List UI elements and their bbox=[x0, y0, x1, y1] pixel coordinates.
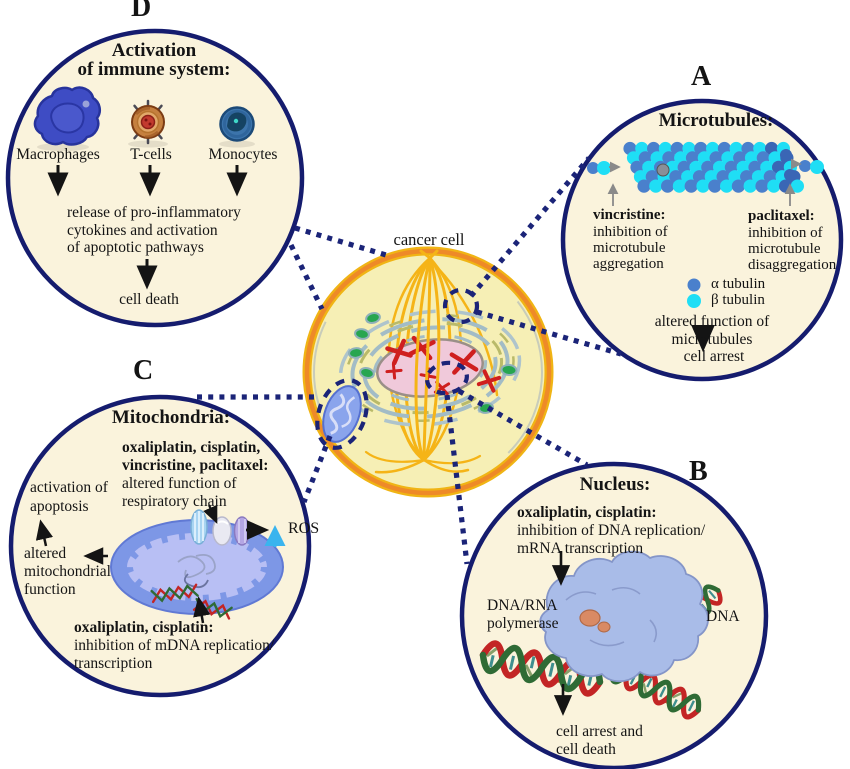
microtubule-illustration bbox=[587, 141, 824, 353]
connector-d-2 bbox=[288, 243, 325, 311]
panel-d-result: cell death bbox=[119, 291, 179, 308]
panel-c-top-effect: altered function of respiratory chain bbox=[122, 475, 237, 510]
mitochondrion-illustration bbox=[35, 504, 286, 624]
panel-d-letter: D bbox=[131, 0, 152, 23]
connector-a-2 bbox=[476, 309, 622, 357]
dna-label: DNA bbox=[706, 608, 740, 625]
cytokine-release-text: release of pro-inflammatory cytokines an… bbox=[67, 204, 241, 257]
panel-d-graphics bbox=[33, 86, 255, 290]
panel-a-outcome: altered function of microtubules bbox=[654, 313, 770, 348]
panel-a-letter: A bbox=[691, 61, 712, 92]
macrophage-icon bbox=[33, 86, 102, 146]
paclitaxel-effect: inhibition of microtubule disaggregation bbox=[748, 225, 837, 273]
vesicles bbox=[348, 312, 518, 414]
mito-function-label: altered mitochondrial function bbox=[24, 545, 111, 598]
connector-c-2 bbox=[301, 435, 333, 503]
connector-d-1 bbox=[294, 225, 387, 258]
panel-c-letter: C bbox=[133, 355, 154, 386]
vincristine-label: vincristine: bbox=[593, 207, 666, 223]
monocytes-label: Monocytes bbox=[208, 146, 278, 163]
panel-a-title: Microtubules: bbox=[658, 110, 774, 131]
legend-beta-label: β tubulin bbox=[711, 292, 765, 308]
apoptosis-label: activation of apoptosis bbox=[30, 479, 108, 515]
ros-label: ROS bbox=[288, 520, 320, 537]
microtubule-target-circle bbox=[442, 287, 480, 325]
panel-b-letter: B bbox=[689, 456, 708, 487]
connector-b-2 bbox=[457, 388, 589, 468]
paclitaxel-label: paclitaxel: bbox=[748, 208, 815, 224]
panel-c-title: Mitochondria: bbox=[111, 407, 231, 428]
vincristine-effect: inhibition of microtubule aggregation bbox=[593, 224, 668, 272]
legend-beta-dot bbox=[687, 294, 701, 308]
panel-b-effect: inhibition of DNA replication/ mRNA tran… bbox=[517, 522, 706, 557]
panel-c-top-drugs: oxaliplatin, cisplatin, vincristine, pac… bbox=[122, 439, 269, 474]
free-alpha-tubulin bbox=[587, 162, 599, 174]
mtdna-tangle bbox=[177, 553, 216, 589]
nucleus-target-circle bbox=[425, 360, 469, 396]
free-beta-tubulin bbox=[597, 161, 611, 175]
legend-alpha-dot bbox=[687, 278, 701, 292]
panel-c-bottom-drugs: oxaliplatin, cisplatin: bbox=[74, 619, 214, 636]
panel-c-bottom-effect: inhibition of mDNA replication/ transcri… bbox=[74, 637, 275, 672]
macrophages-label: Macrophages bbox=[16, 146, 100, 163]
panel-b-result: cell arrest and cell death bbox=[556, 723, 643, 758]
monocyte-icon bbox=[219, 106, 255, 142]
mtdna-helix bbox=[150, 583, 199, 604]
polymerase-label: DNA/RNA polymerase bbox=[487, 597, 559, 632]
cancer-cell-illustration bbox=[302, 246, 554, 498]
panel-d-title: Activation of immune system: bbox=[77, 40, 231, 80]
dna-polymerase-illustration bbox=[480, 550, 725, 720]
panel-b-title: Nucleus: bbox=[579, 474, 651, 495]
t-cells-label: T-cells bbox=[130, 146, 172, 163]
panel-b-drugs: oxaliplatin, cisplatin: bbox=[517, 504, 657, 521]
connector-a-1 bbox=[469, 156, 591, 298]
t-cell-icon bbox=[131, 99, 165, 145]
panel-a-result: cell arrest bbox=[683, 348, 745, 365]
connector-lines bbox=[197, 156, 622, 565]
cancer-cell-label: cancer cell bbox=[393, 230, 465, 249]
panel-d-arrows bbox=[47, 165, 248, 290]
legend-alpha-label: α tubulin bbox=[711, 276, 766, 292]
polymerase-blob bbox=[539, 550, 709, 683]
respiratory-chain-complexes bbox=[190, 509, 251, 546]
